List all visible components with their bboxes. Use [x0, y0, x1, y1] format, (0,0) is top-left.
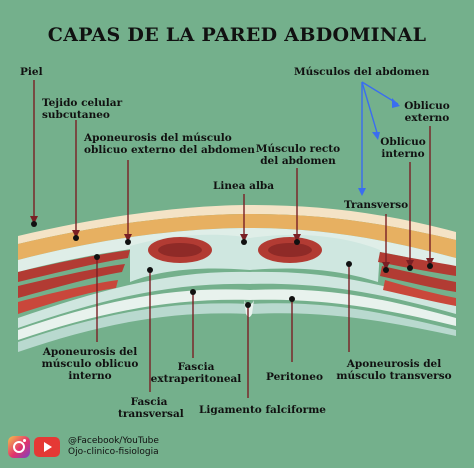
page-title: CAPAS DE LA PARED ABDOMINAL: [47, 24, 427, 46]
left-external-oblique: [18, 250, 130, 282]
label-piel: Piel: [20, 66, 43, 78]
right-transverse: [383, 280, 456, 306]
left-internal-oblique: [18, 264, 125, 298]
label-musculos-abdomen: Músculos del abdomen: [294, 66, 430, 78]
label-musculo-recto: Músculo recto del abdomen: [255, 143, 341, 167]
label-ligamento-falciforme: Ligamento falciforme: [199, 404, 326, 416]
label-aponeurosis-oblicuo-interno: Aponeurosis del músculo oblicuo interno: [41, 346, 139, 382]
label-linea-alba: Linea alba: [213, 180, 275, 192]
label-oblicuo-interno: Oblicuo interno: [380, 136, 426, 160]
left-transverse: [18, 280, 118, 314]
skin-layer: [18, 205, 456, 244]
label-aponeurosis-transverso: Aponeurosis del músculo transverso: [336, 358, 452, 382]
footer-text: @Facebook/YouTube Ojo-clinico-fisiologia: [68, 436, 159, 457]
social-footer: @Facebook/YouTube Ojo-clinico-fisiologia: [8, 436, 159, 458]
label-peritoneo: Peritoneo: [266, 371, 323, 383]
fascia-transversalis: [18, 271, 456, 328]
instagram-icon[interactable]: [8, 436, 30, 458]
extraperitoneal-fascia: [18, 289, 456, 340]
right-internal-oblique: [380, 266, 456, 292]
label-fascia-transversal: Fascia transversal: [118, 396, 184, 420]
label-oblicuo-externo: Oblicuo externo: [404, 100, 450, 124]
label-tejido-subcutaneo: Tejido celular subcutaneo: [42, 97, 123, 121]
youtube-icon[interactable]: [34, 437, 60, 457]
label-transverso: Transverso: [344, 199, 409, 211]
right-external-oblique: [378, 252, 456, 276]
peritoneum-layer: [18, 303, 456, 352]
label-aponeurosis-oblicuo-externo: Aponeurosis del músculo oblicuo externo …: [84, 132, 255, 156]
label-fascia-extraperitoneal: Fascia extraperitoneal: [150, 361, 242, 385]
